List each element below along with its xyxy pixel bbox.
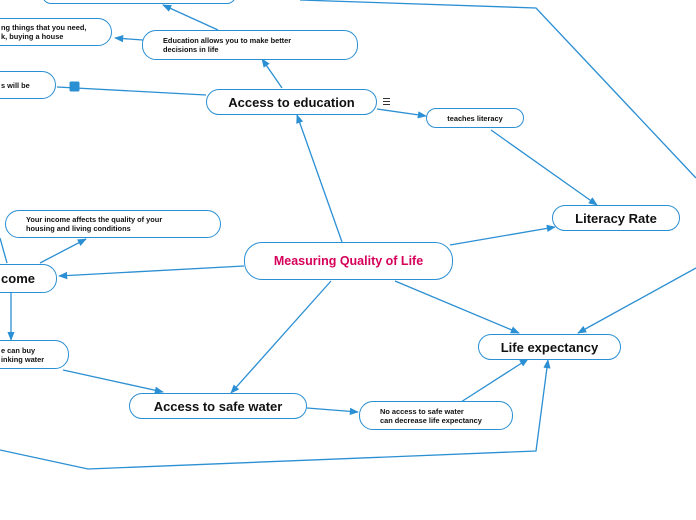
link-education-willbe: [56, 86, 207, 96]
link-central-life: [394, 280, 520, 334]
node-teaches-literacy-text: teaches literacy: [447, 113, 503, 123]
link-nosafe-life: [460, 358, 529, 403]
node-will-be[interactable]: s will be: [0, 71, 56, 99]
node-things-you-need[interactable]: ng things that you need, k, buying a hou…: [0, 18, 112, 46]
node-measuring-quality-of-life[interactable]: Measuring Quality of Life: [244, 242, 453, 280]
square-marker-icon[interactable]: [69, 81, 81, 93]
notes-icon[interactable]: [382, 97, 391, 106]
node-access-to-education[interactable]: Access to education: [206, 89, 377, 115]
node-income-quality-text: Your income affects the quality of your …: [26, 215, 163, 233]
link-central-literacy: [449, 224, 556, 246]
link-education-decisions: [261, 58, 283, 89]
link-canbuy-water: [62, 369, 164, 394]
node-life-expectancy-text: Life expectancy: [500, 339, 599, 355]
node-no-safe-water[interactable]: No access to safe water can decrease lif…: [359, 401, 513, 430]
link-education-teaches: [376, 108, 427, 119]
node-measuring-quality-of-life-text: Measuring Quality of Life: [273, 254, 424, 268]
link-top-right: [299, 0, 696, 179]
node-education-decisions-text: Education allows you to make better deci…: [163, 36, 292, 54]
node-access-to-safe-water-text: Access to safe water: [153, 398, 283, 414]
link-decisions-things: [114, 34, 144, 43]
link-water-nosafe: [306, 407, 359, 415]
node-income-quality[interactable]: Your income affects the quality of your …: [5, 210, 221, 238]
node-no-safe-water-text: No access to safe water can decrease lif…: [380, 406, 482, 425]
node-access-to-safe-water[interactable]: Access to safe water: [129, 393, 307, 419]
node-things-you-need-text: ng things that you need, k, buying a hou…: [1, 23, 87, 41]
node-education-decisions[interactable]: Education allows you to make better deci…: [142, 30, 358, 60]
node-literacy-rate[interactable]: Literacy Rate: [552, 205, 680, 231]
link-central-education: [296, 114, 343, 243]
link-right-life: [577, 267, 696, 334]
link-decisions-top: [162, 4, 219, 31]
node-can-buy-text: e can buy inking water: [1, 345, 45, 364]
link-central-water: [230, 280, 332, 394]
node-literacy-rate-text: Literacy Rate: [575, 210, 657, 226]
link-left-income: [0, 237, 8, 264]
node-access-to-education-text: Access to education: [228, 94, 355, 110]
node-can-buy[interactable]: e can buy inking water: [0, 340, 69, 369]
node-income[interactable]: come: [0, 264, 57, 293]
link-income-quality: [39, 238, 87, 264]
node-income-text: come: [1, 271, 35, 286]
link-teaches-literacy: [490, 129, 598, 206]
node-teaches-literacy[interactable]: teaches literacy: [426, 108, 524, 128]
link-central-income: [58, 265, 245, 280]
link-bottom-loop: [0, 359, 551, 470]
node-life-expectancy[interactable]: Life expectancy: [478, 334, 621, 360]
node-will-be-text: s will be: [1, 80, 30, 90]
topic-box-top-edge[interactable]: [42, 0, 236, 4]
